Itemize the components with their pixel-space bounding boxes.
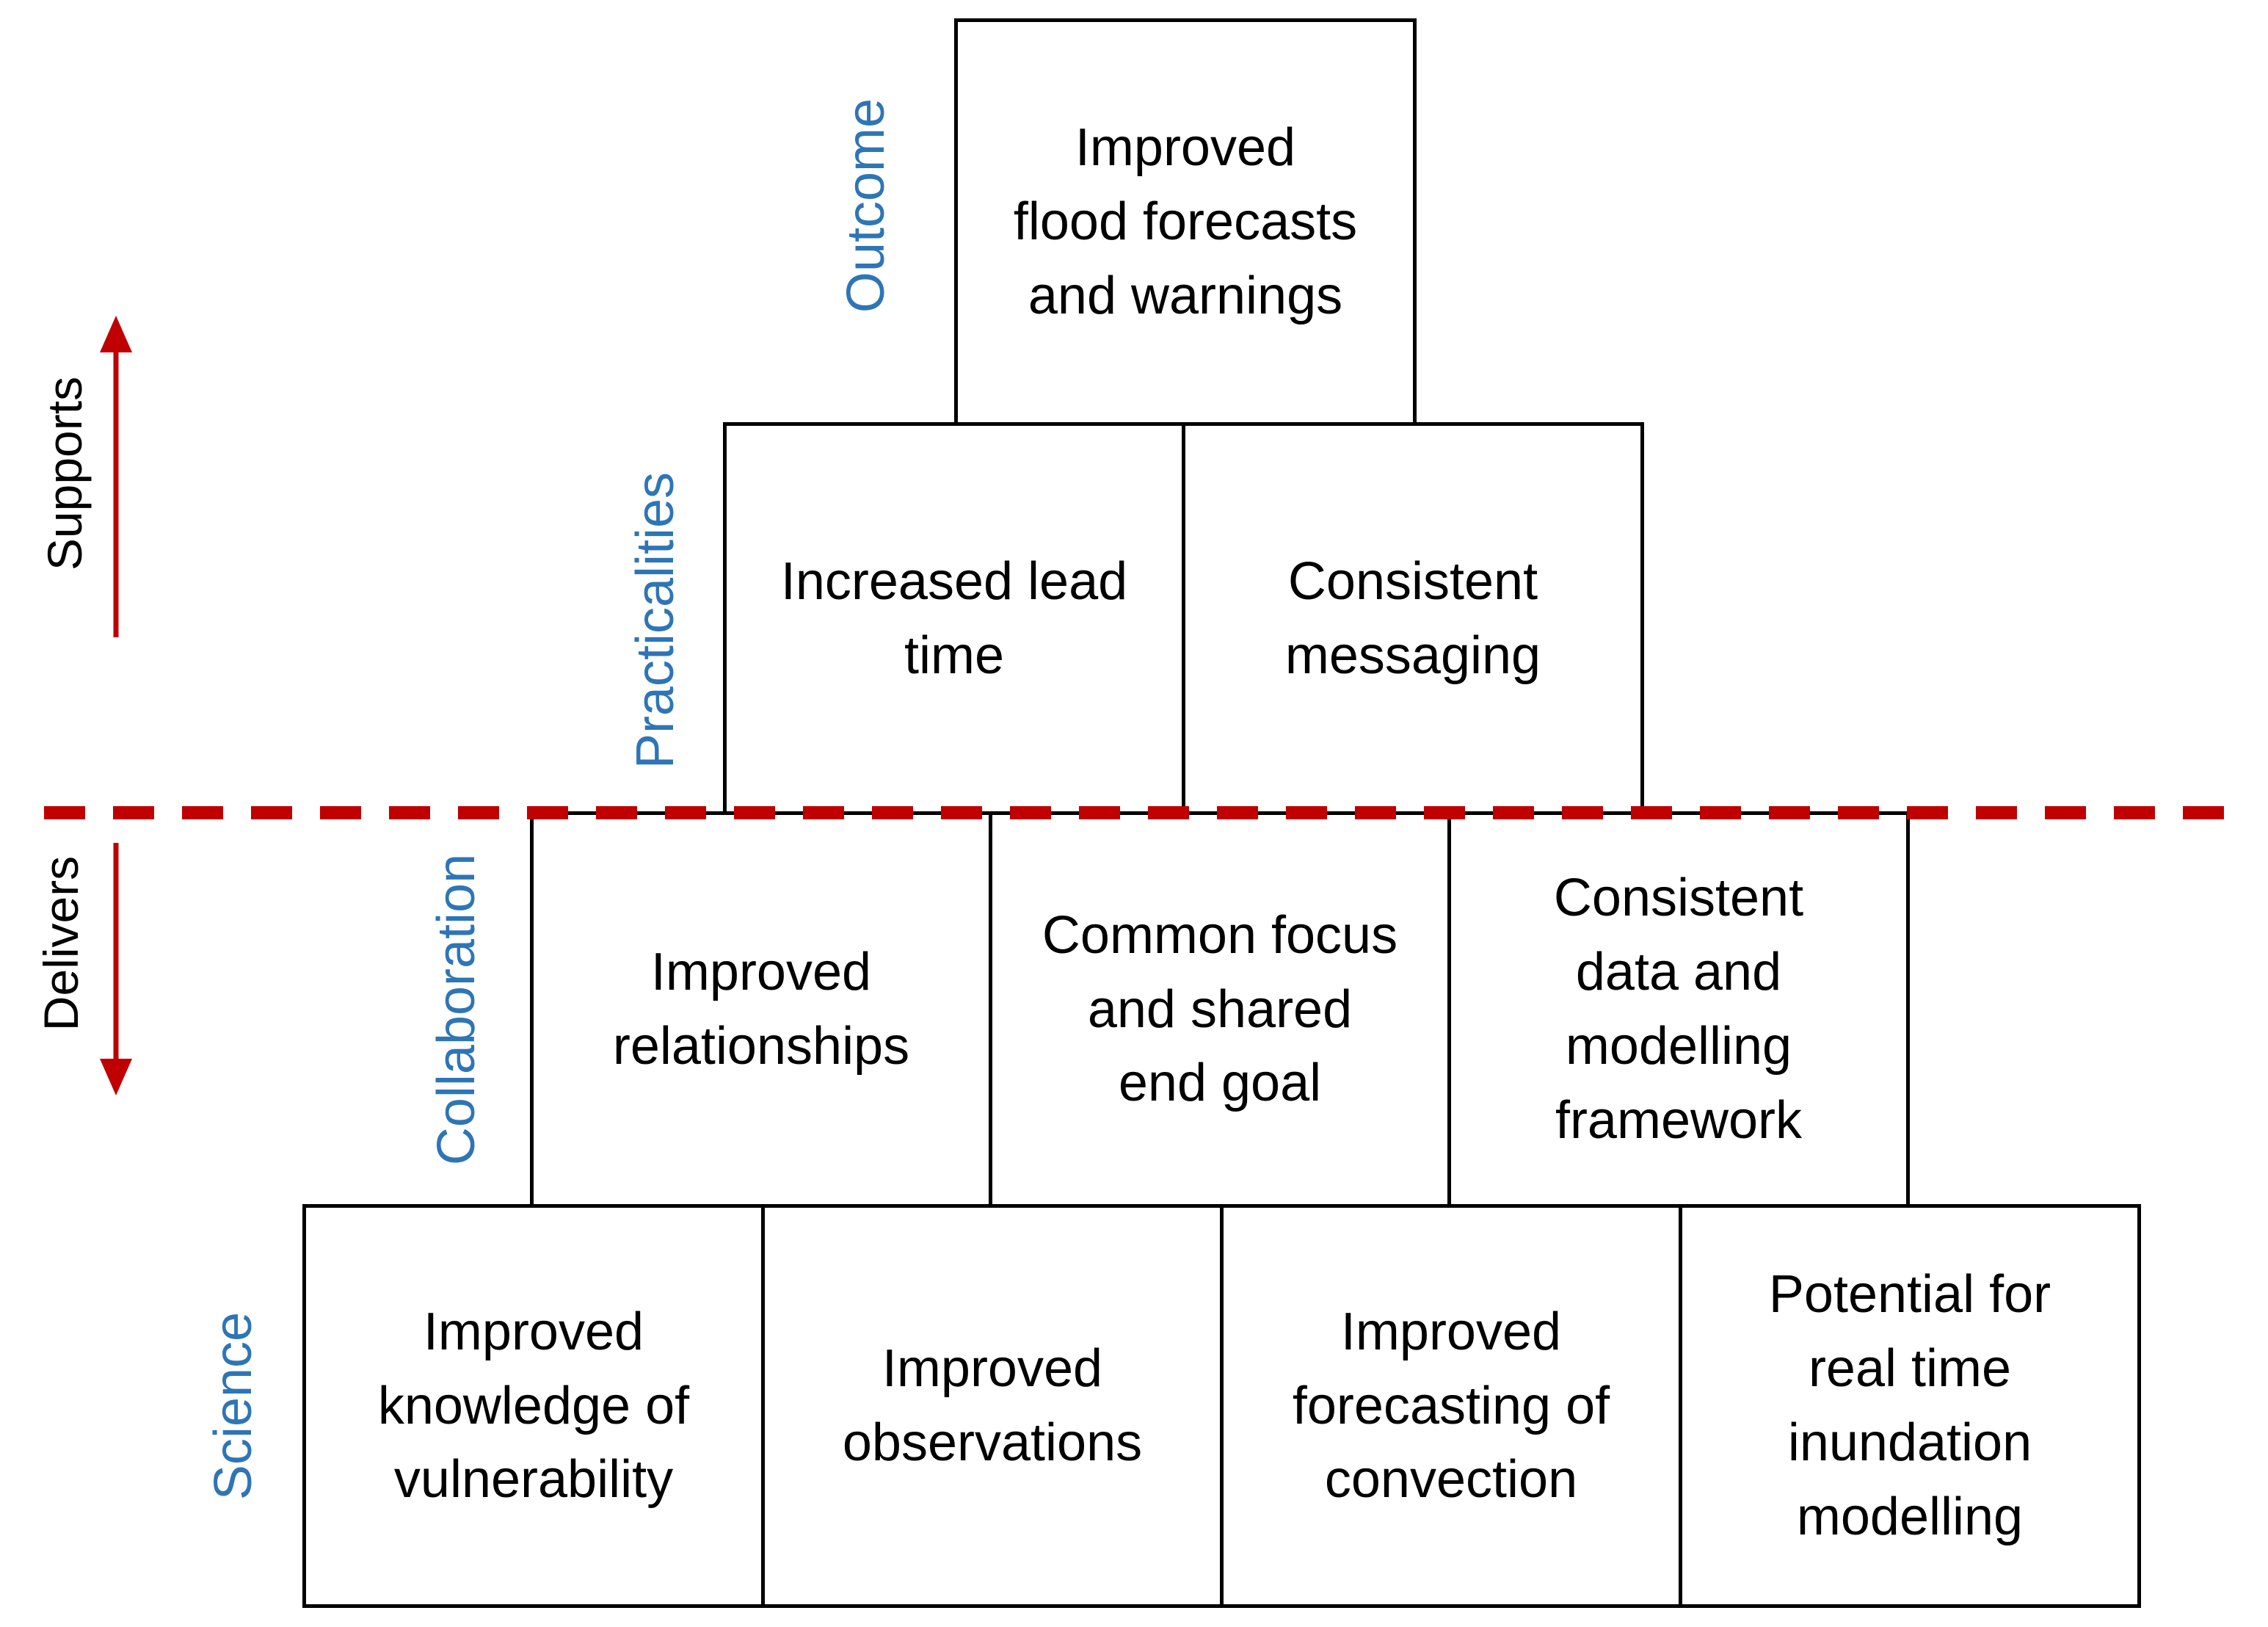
- row-label-practicalities: Practicalities: [626, 471, 685, 769]
- box-improved-observations: Improved observations: [761, 1204, 1224, 1608]
- supports-up-arrow-icon: [100, 316, 132, 637]
- box-improved-relationships: Improved relationships: [530, 811, 992, 1208]
- box-increased-lead-time: Increased lead time: [723, 422, 1185, 815]
- row-label-collaboration: Collaboration: [427, 853, 486, 1166]
- box-improved-knowledge-of-vulnerability: Improved knowledge of vulnerability: [302, 1204, 765, 1608]
- side-label-supports: Supports: [37, 376, 92, 571]
- supports-delivers-dashed-divider: [44, 806, 2243, 819]
- box-improved-flood-forecasts-and-warnings: Improved flood forecasts and warnings: [954, 18, 1417, 426]
- delivers-down-arrow-icon: [100, 843, 132, 1095]
- row-label-outcome: Outcome: [837, 98, 895, 314]
- box-common-focus-shared-end-goal: Common focus and shared end goal: [989, 811, 1451, 1208]
- side-label-delivers: Delivers: [34, 855, 88, 1032]
- box-potential-real-time-inundation-modelling: Potential for real time inundation model…: [1679, 1204, 2141, 1608]
- row-label-science: Science: [204, 1311, 263, 1501]
- box-improved-forecasting-of-convection: Improved forecasting of convection: [1220, 1204, 1682, 1608]
- box-consistent-messaging: Consistent messaging: [1182, 422, 1644, 815]
- box-consistent-data-modelling-framework: Consistent data and modelling framework: [1447, 811, 1910, 1208]
